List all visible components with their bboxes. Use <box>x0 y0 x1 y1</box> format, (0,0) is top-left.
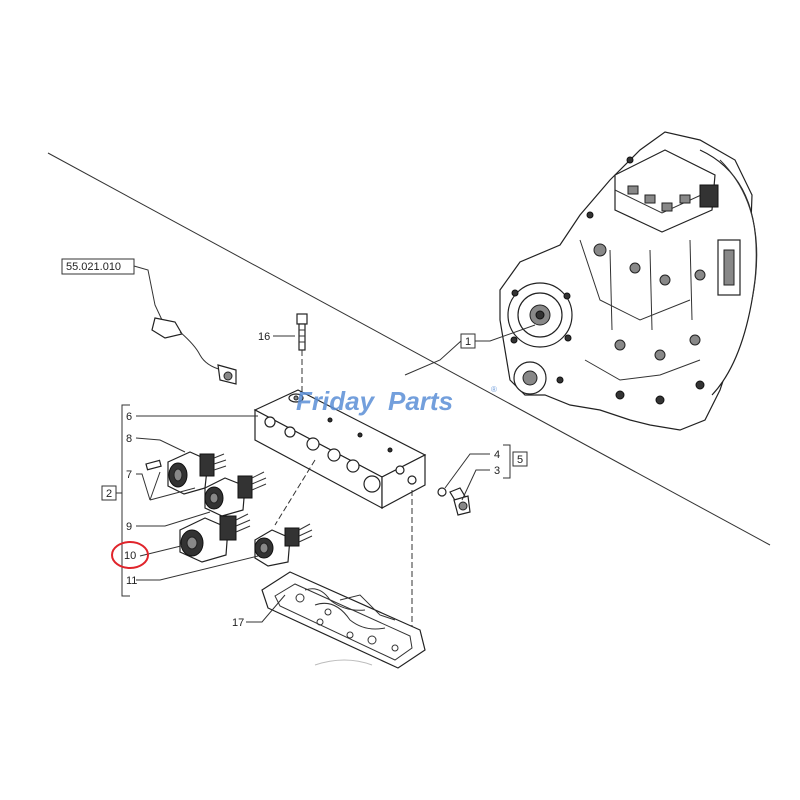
bracket-5 <box>503 444 511 479</box>
valve-block <box>253 389 427 510</box>
highlight-circle <box>111 541 149 569</box>
callout-5: 5 <box>517 454 523 466</box>
callout-9: 9 <box>126 521 132 533</box>
sensor-harness <box>151 317 237 385</box>
svg-text:Friday: Friday <box>296 386 376 416</box>
reference-label: 55.021.010 <box>66 261 121 273</box>
block-centerline-2 <box>274 459 316 526</box>
callout-4: 4 <box>494 449 500 461</box>
plug-fitting <box>437 487 471 516</box>
watermark-word2: Parts <box>388 386 453 416</box>
watermark-word1: Friday <box>296 386 376 416</box>
solenoid-10 <box>179 513 251 563</box>
solenoid-11 <box>254 523 313 567</box>
callout-2: 2 <box>106 488 112 500</box>
callout-1: 1 <box>465 336 471 348</box>
solenoid-8 <box>145 451 227 495</box>
callout-6: 6 <box>126 411 132 423</box>
callout-10: 10 <box>124 550 136 562</box>
watermark: Friday Parts ® <box>296 385 497 416</box>
callout-16: 16 <box>258 331 270 343</box>
solenoid-9 <box>204 471 267 517</box>
bolt-16 <box>296 313 308 351</box>
transmission-assembly <box>499 131 758 431</box>
callout-box-5 <box>512 451 528 467</box>
watermark-mark: ® <box>491 385 497 394</box>
gasket-17 <box>261 571 426 669</box>
callout-11: 11 <box>126 575 137 587</box>
callout-17: 17 <box>232 617 244 629</box>
callout-7: 7 <box>126 469 132 481</box>
bracket-2 <box>121 404 130 597</box>
separator-line <box>47 152 771 546</box>
bottom-arc <box>314 659 373 666</box>
svg-text:Parts: Parts <box>388 386 453 416</box>
callout-8: 8 <box>126 433 132 445</box>
callout-3: 3 <box>494 465 500 477</box>
